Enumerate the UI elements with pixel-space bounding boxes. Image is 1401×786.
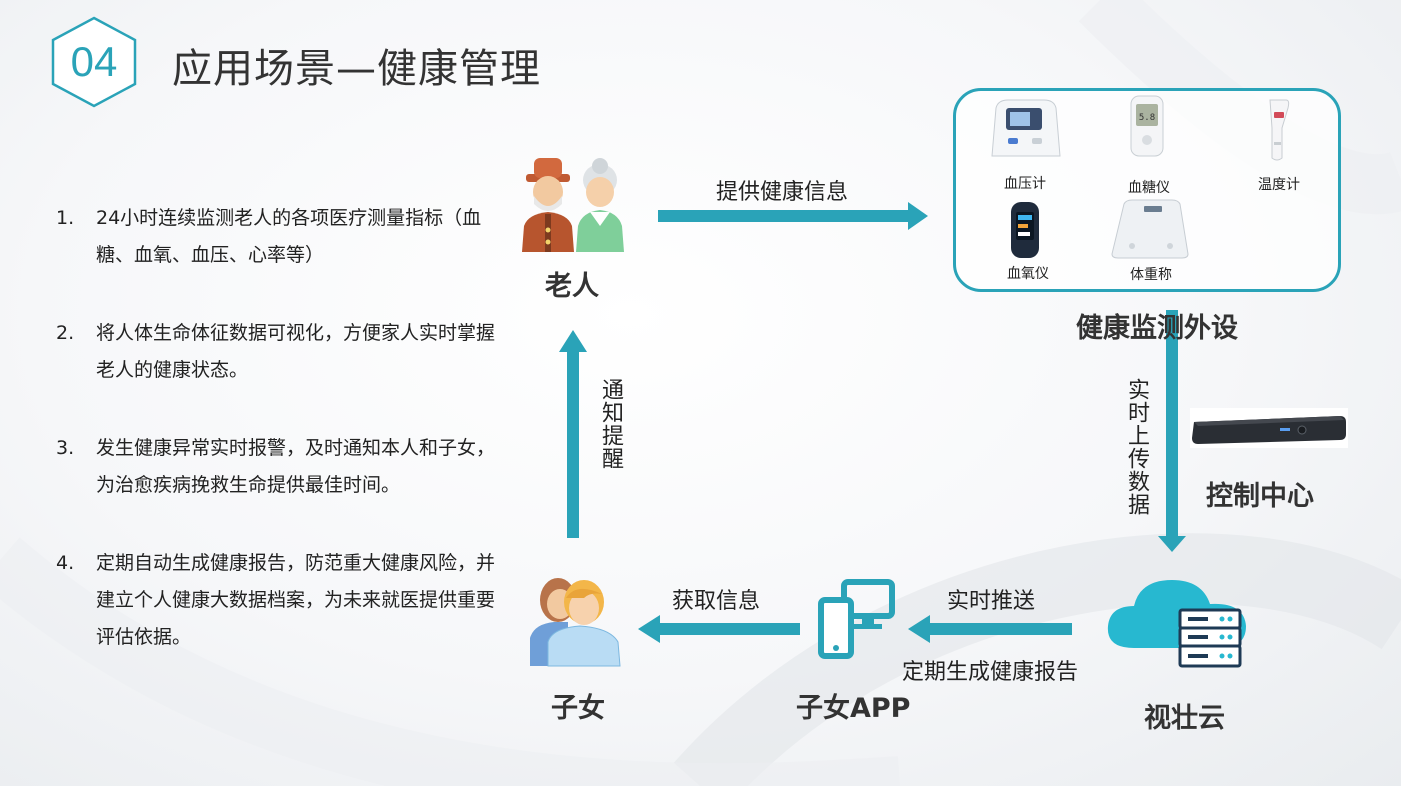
list-item: 2. 将人体生命体征数据可视化，方便家人实时掌握老人的健康状态。 — [56, 315, 496, 389]
elderly-couple-icon — [522, 158, 624, 252]
svg-text:5.8: 5.8 — [1139, 113, 1155, 123]
list-item: 4. 定期自动生成健康报告，防范重大健康风险，并建立个人健康大数据档案，为未来就… — [56, 545, 496, 656]
edge-label-get: 获取信息 — [672, 589, 761, 614]
list-item-number: 3. — [56, 437, 75, 459]
list-item-text: 24小时连续监测老人的各项医疗测量指标（血糖、血氧、血压、心率等） — [96, 207, 482, 266]
list-item: 3. 发生健康异常实时报警，及时通知本人和子女，为治愈疾病挽救生命提供最佳时间。 — [56, 430, 496, 504]
node-children: 子女 — [551, 693, 605, 724]
section-hexagon — [51, 16, 137, 108]
devices-app-icon — [818, 579, 895, 659]
list-item-number: 1. — [56, 207, 75, 229]
device-label-glucose: 血糖仪 — [1128, 180, 1170, 196]
device-label-bp: 血压计 — [1004, 176, 1046, 192]
section-number: 04 — [70, 38, 118, 85]
glucose-meter-icon: 5.8 — [1130, 95, 1164, 157]
arrow-push — [928, 623, 1072, 635]
feature-list: 1. 24小时连续监测老人的各项医疗测量指标（血糖、血氧、血压、心率等） 2. … — [56, 200, 496, 697]
arrow-notify-head — [559, 330, 587, 352]
arrow-notify — [567, 350, 579, 538]
thermometer-icon — [1269, 99, 1290, 161]
device-label-oxygen: 血氧仪 — [1007, 266, 1049, 282]
list-item-number: 4. — [56, 552, 75, 574]
children-icon — [530, 578, 621, 667]
edge-label-upload: 实时上传数据 — [1124, 378, 1149, 516]
arrow-get-head — [638, 615, 660, 643]
arrow-provide-head — [908, 202, 928, 230]
list-item-text: 将人体生命体征数据可视化，方便家人实时掌握老人的健康状态。 — [96, 322, 496, 381]
node-app: 子女APP — [796, 693, 911, 724]
blood-pressure-monitor-icon — [991, 99, 1061, 157]
edge-label-notify: 通知提醒 — [598, 378, 623, 470]
arrow-push-head — [908, 615, 930, 643]
device-label-scale: 体重称 — [1130, 267, 1172, 283]
cloud-server-icon — [1107, 580, 1246, 668]
arrow-get — [658, 623, 800, 635]
edge-label-report: 定期生成健康报告 — [902, 660, 1079, 685]
arrow-provide — [658, 210, 910, 222]
arrow-upload-head — [1158, 536, 1186, 552]
edge-label-push: 实时推送 — [947, 589, 1036, 614]
list-item-text: 发生健康异常实时报警，及时通知本人和子女，为治愈疾病挽救生命提供最佳时间。 — [96, 437, 496, 496]
list-item-number: 2. — [56, 322, 75, 344]
node-elderly: 老人 — [545, 271, 599, 302]
page-title: 应用场景—健康管理 — [172, 46, 541, 92]
node-devices: 健康监测外设 — [1076, 313, 1238, 344]
list-item-text: 定期自动生成健康报告，防范重大健康风险，并建立个人健康大数据档案，为未来就医提供… — [96, 552, 496, 648]
device-label-thermo: 温度计 — [1258, 177, 1300, 193]
edge-label-provide: 提供健康信息 — [716, 180, 849, 205]
node-cloud: 视壮云 — [1144, 703, 1225, 734]
control-center-device-icon — [1190, 408, 1348, 448]
body-scale-icon — [1111, 199, 1189, 259]
list-item: 1. 24小时连续监测老人的各项医疗测量指标（血糖、血氧、血压、心率等） — [56, 200, 496, 274]
node-control: 控制中心 — [1206, 481, 1314, 512]
pulse-oximeter-icon — [1011, 202, 1039, 258]
